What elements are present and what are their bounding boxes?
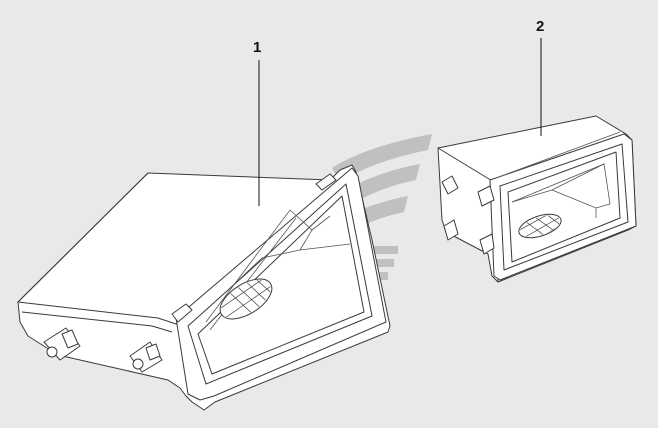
part-2-drawing xyxy=(437,115,637,283)
part-2-clip-upper xyxy=(441,175,495,207)
part-2-mesh-oval xyxy=(517,210,563,242)
part-1-clip-left xyxy=(43,327,81,361)
part-1-drawing xyxy=(17,164,391,411)
part-1-clip-right xyxy=(129,341,163,373)
callout-2: 2 xyxy=(536,18,544,136)
part-1-front-face xyxy=(175,167,387,401)
part-2-clip-lower xyxy=(443,219,495,255)
callout-2-label: 2 xyxy=(536,18,544,35)
callout-1-label: 1 xyxy=(253,39,261,56)
callout-1: 1 xyxy=(253,39,261,206)
part-2-front-frame xyxy=(489,133,637,281)
